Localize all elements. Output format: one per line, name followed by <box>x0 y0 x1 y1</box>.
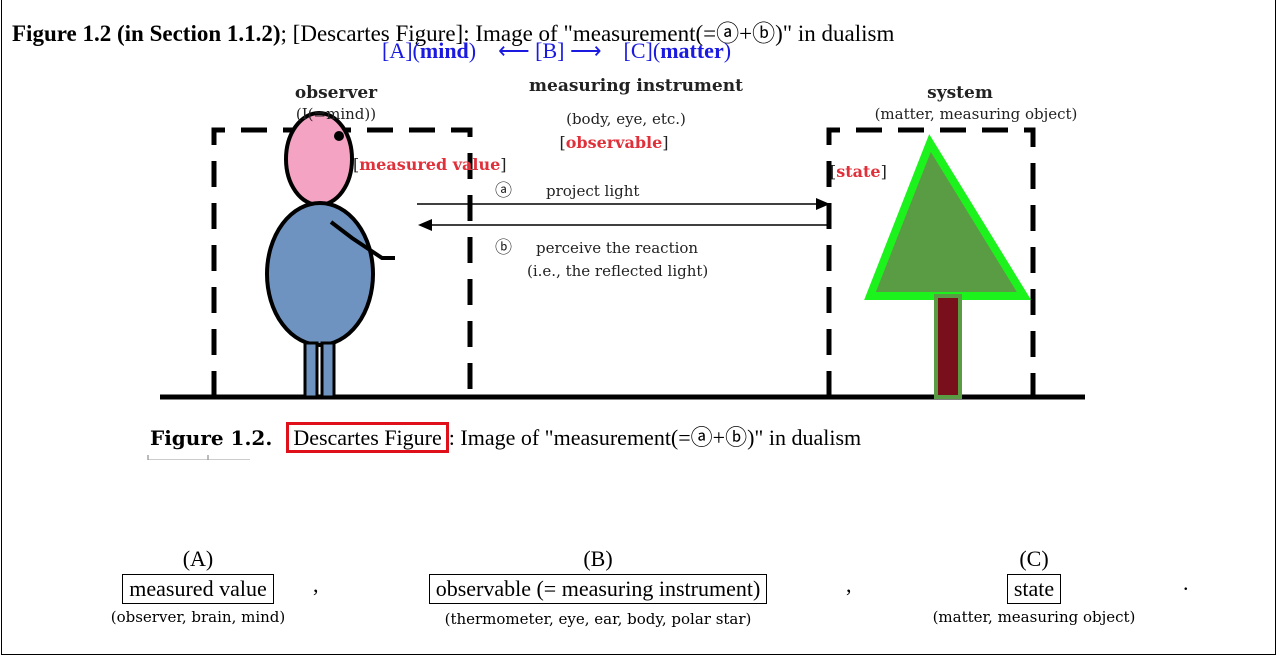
caption-rest: : Image of "measurement(=ⓐ+ⓑ)" in dualis… <box>449 425 861 450</box>
arrow-a-text: project light <box>546 182 639 200</box>
tree-crown <box>870 143 1024 296</box>
column-a-letter: (A) <box>78 546 318 572</box>
arrow-b-text: perceive the reaction <box>536 239 698 257</box>
arrow-b-head <box>418 219 432 231</box>
column-b-note: (thermometer, eye, ear, body, polar star… <box>348 610 848 628</box>
column-c-note: (matter, measuring object) <box>884 608 1184 626</box>
tree-trunk <box>936 296 960 397</box>
observer-title: observer <box>295 83 378 103</box>
arrow-a-marker: ⓐ <box>495 181 512 201</box>
instrument-title: measuring instrument <box>529 76 743 96</box>
observer-eye <box>334 131 344 141</box>
observer-body <box>267 203 373 345</box>
column-b-box: observable (= measuring instrument) <box>429 574 768 604</box>
state-word: state <box>836 162 880 181</box>
observer-head <box>286 113 352 205</box>
caption-boxed: Descartes Figure <box>286 422 448 453</box>
comma-1: , <box>313 572 319 598</box>
observable-label: [observable] <box>559 133 668 152</box>
descartes-diagram: observer (I(=mind)) measuring instrument… <box>0 0 1279 460</box>
observer-sub: (I(=mind)) <box>296 105 376 123</box>
column-b-letter: (B) <box>348 546 848 572</box>
column-a-note: (observer, brain, mind) <box>78 608 318 626</box>
instrument-sub: (body, eye, etc.) <box>566 110 686 128</box>
system-title: system <box>927 83 993 103</box>
column-a-box: measured value <box>122 574 273 604</box>
figure-caption: Figure 1.2. Descartes Figure: Image of "m… <box>150 420 861 452</box>
system-sub: (matter, measuring object) <box>875 105 1078 123</box>
column-b: (B) observable (= measuring instrument) … <box>348 546 848 628</box>
observer-leg-left <box>305 343 317 397</box>
measured-value-label: [measured value] <box>353 155 507 174</box>
observable-word: observable <box>566 133 663 152</box>
column-c-box: state <box>1007 574 1061 604</box>
column-a: (A) measured value (observer, brain, min… <box>78 546 318 626</box>
column-c: (C) state (matter, measuring object) <box>884 546 1184 626</box>
observer-leg-right <box>322 343 334 397</box>
measured-value-word: measured value <box>359 155 500 174</box>
caption-label: Figure 1.2. <box>150 426 272 450</box>
column-c-letter: (C) <box>884 546 1184 572</box>
comma-2: , <box>846 572 852 598</box>
arrow-b-marker: ⓑ <box>495 238 512 258</box>
arrow-b-text2: (i.e., the reflected light) <box>527 262 708 280</box>
state-label: [state] <box>830 162 887 181</box>
period: . <box>1183 570 1189 596</box>
